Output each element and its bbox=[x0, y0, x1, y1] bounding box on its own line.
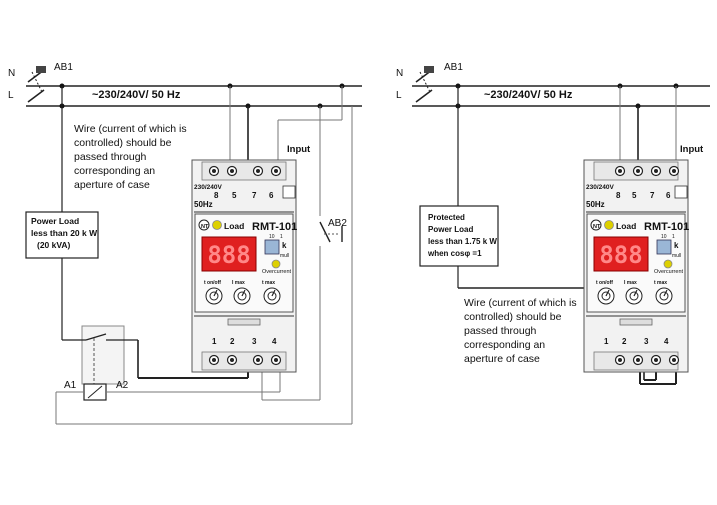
svg-text:2: 2 bbox=[230, 337, 235, 346]
right-diagram: N L AB1 ~230/240V/ 50 Hz Protected Power… bbox=[396, 62, 710, 385]
left-ab1-label: AB1 bbox=[54, 62, 73, 73]
svg-text:RMT-101: RMT-101 bbox=[644, 221, 689, 233]
right-line-l: L bbox=[396, 90, 402, 101]
svg-text:I max: I max bbox=[624, 280, 637, 286]
svg-text:t max: t max bbox=[654, 280, 667, 286]
right-ab1-label: AB1 bbox=[444, 62, 463, 73]
right-input-label: Input bbox=[680, 144, 704, 155]
svg-text:4: 4 bbox=[272, 337, 277, 346]
svg-text:5: 5 bbox=[232, 191, 237, 200]
svg-text:t max: t max bbox=[262, 280, 275, 286]
right-load-text: Protected Power Load less than 1.75 k W … bbox=[427, 213, 499, 258]
left-note: Wire (current of which is controlled) sh… bbox=[74, 123, 190, 191]
svg-text:mull: mull bbox=[280, 253, 289, 259]
svg-text:5: 5 bbox=[632, 191, 637, 200]
svg-text:7: 7 bbox=[252, 191, 257, 200]
svg-text:50Hz: 50Hz bbox=[194, 200, 213, 209]
svg-text:NT: NT bbox=[593, 224, 601, 230]
right-note: Wire (current of which is controlled) sh… bbox=[464, 297, 580, 365]
svg-text:230/240V: 230/240V bbox=[194, 184, 222, 191]
left-load-box bbox=[25, 211, 99, 259]
left-contactor: A1 A2 bbox=[62, 325, 138, 401]
svg-text:I max: I max bbox=[232, 280, 245, 286]
svg-text:1: 1 bbox=[212, 337, 217, 346]
svg-text:888: 888 bbox=[599, 241, 642, 269]
left-breaker-ab2: AB2 bbox=[319, 106, 347, 400]
right-line-n: N bbox=[396, 68, 403, 79]
svg-text:Overcurrent: Overcurrent bbox=[654, 269, 684, 275]
svg-text:mull: mull bbox=[672, 253, 681, 259]
svg-text:10: 10 bbox=[661, 234, 667, 240]
left-a2-label: A2 bbox=[116, 380, 129, 391]
svg-text:Load: Load bbox=[616, 221, 636, 231]
svg-text:230/240V: 230/240V bbox=[586, 184, 614, 191]
svg-text:NT: NT bbox=[201, 224, 209, 230]
left-load-text: Power Load less than 20 k W (20 kVA) bbox=[31, 216, 100, 250]
svg-text:RMT-101: RMT-101 bbox=[252, 221, 297, 233]
svg-text:k: k bbox=[674, 241, 679, 250]
left-line-n: N bbox=[8, 68, 15, 79]
left-diagram: N L AB1 ~230/240V/ 50 Hz Wire (current o… bbox=[8, 62, 362, 425]
svg-text:4: 4 bbox=[664, 337, 669, 346]
left-a1-label: A1 bbox=[64, 380, 77, 391]
svg-text:k: k bbox=[282, 241, 287, 250]
right-supply-label: ~230/240V/ 50 Hz bbox=[484, 89, 573, 101]
right-load-box bbox=[419, 205, 499, 267]
svg-text:8: 8 bbox=[616, 191, 621, 200]
svg-text:6: 6 bbox=[666, 191, 671, 200]
svg-text:888: 888 bbox=[207, 241, 250, 269]
right-rmt101-device: 230/240V 8 5 7 6 50Hz NT Load RMT-101 88… bbox=[583, 159, 689, 373]
svg-text:50Hz: 50Hz bbox=[586, 200, 605, 209]
svg-text:3: 3 bbox=[644, 337, 649, 346]
svg-text:3: 3 bbox=[252, 337, 257, 346]
svg-text:8: 8 bbox=[214, 191, 219, 200]
svg-text:t on/off: t on/off bbox=[204, 280, 221, 286]
svg-text:1: 1 bbox=[672, 234, 675, 240]
svg-text:6: 6 bbox=[269, 191, 274, 200]
svg-text:Overcurrent: Overcurrent bbox=[262, 269, 292, 275]
svg-text:1: 1 bbox=[280, 234, 283, 240]
svg-text:10: 10 bbox=[269, 234, 275, 240]
left-input-label: Input bbox=[287, 144, 311, 155]
left-ab2-label: AB2 bbox=[328, 218, 347, 229]
svg-text:1: 1 bbox=[604, 337, 609, 346]
svg-text:2: 2 bbox=[622, 337, 627, 346]
right-breaker-ab1: AB1 bbox=[415, 62, 463, 103]
svg-text:Load: Load bbox=[224, 221, 244, 231]
left-breaker-ab1: AB1 bbox=[27, 62, 73, 103]
left-line-l: L bbox=[8, 90, 14, 101]
svg-text:t on/off: t on/off bbox=[596, 280, 613, 286]
svg-text:7: 7 bbox=[650, 191, 655, 200]
left-supply-label: ~230/240V/ 50 Hz bbox=[92, 89, 181, 101]
left-rmt101-device: 230/240V 8 5 7 6 50Hz NT Load RMT-101 88… bbox=[191, 159, 297, 373]
